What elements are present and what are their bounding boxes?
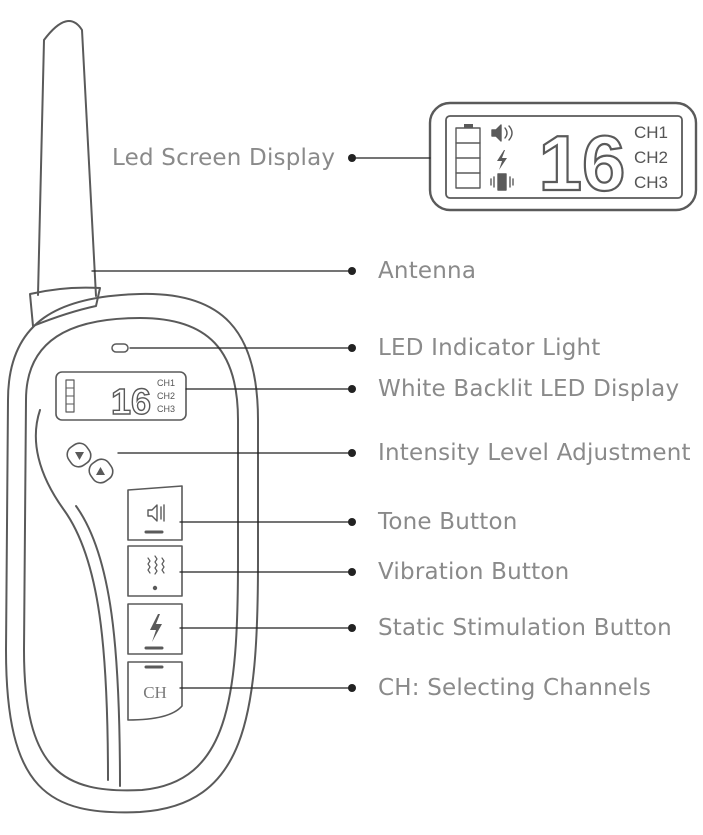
big-vibration-icon [490,173,514,191]
small-lcd-ch3: CH3 [157,404,175,414]
intensity-down-button[interactable] [64,440,95,471]
small-lcd-ch1: CH1 [157,378,175,388]
label-vibration-button: Vibration Button [378,559,570,585]
large-lcd-number: 16 [539,119,626,207]
large-lcd-ch1: CH1 [634,123,668,142]
vibration-button[interactable] [127,545,183,597]
led-indicator-light [111,343,129,353]
large-lcd-ch2: CH2 [634,148,668,167]
label-white-backlit-led-display: White Backlit LED Display [378,376,680,402]
battery-icon [455,124,481,189]
lightning-icon [150,614,162,642]
leader-lines [91,157,431,689]
intensity-up-button[interactable] [86,456,117,487]
label-tone-button: Tone Button [378,509,518,535]
label-ch-selecting-channels: CH: Selecting Channels [378,675,652,701]
small-lcd-ch2: CH2 [157,391,175,401]
tone-button[interactable] [127,485,183,541]
label-static-stimulation-button: Static Stimulation Button [378,615,672,641]
ch-button-label: CH [143,683,167,702]
small-lcd-number: 16 [111,381,151,422]
big-lightning-icon [497,150,507,170]
label-led-indicator-light: LED Indicator Light [378,335,601,361]
ch-button[interactable] [127,661,183,721]
label-antenna: Antenna [378,258,477,284]
remote-body [5,292,259,814]
antenna-shape [29,20,101,327]
static-button[interactable] [127,603,183,655]
vibration-icon [147,555,165,575]
label-led-screen-display: Led Screen Display [112,145,336,171]
speaker-icon [147,504,165,522]
label-intensity-level-adjustment: Intensity Level Adjustment [378,440,691,466]
large-lcd [428,101,698,212]
large-lcd-ch3: CH3 [634,173,668,192]
leader-dots [348,154,356,692]
big-speaker-icon [491,124,513,142]
small-lcd [55,371,187,421]
